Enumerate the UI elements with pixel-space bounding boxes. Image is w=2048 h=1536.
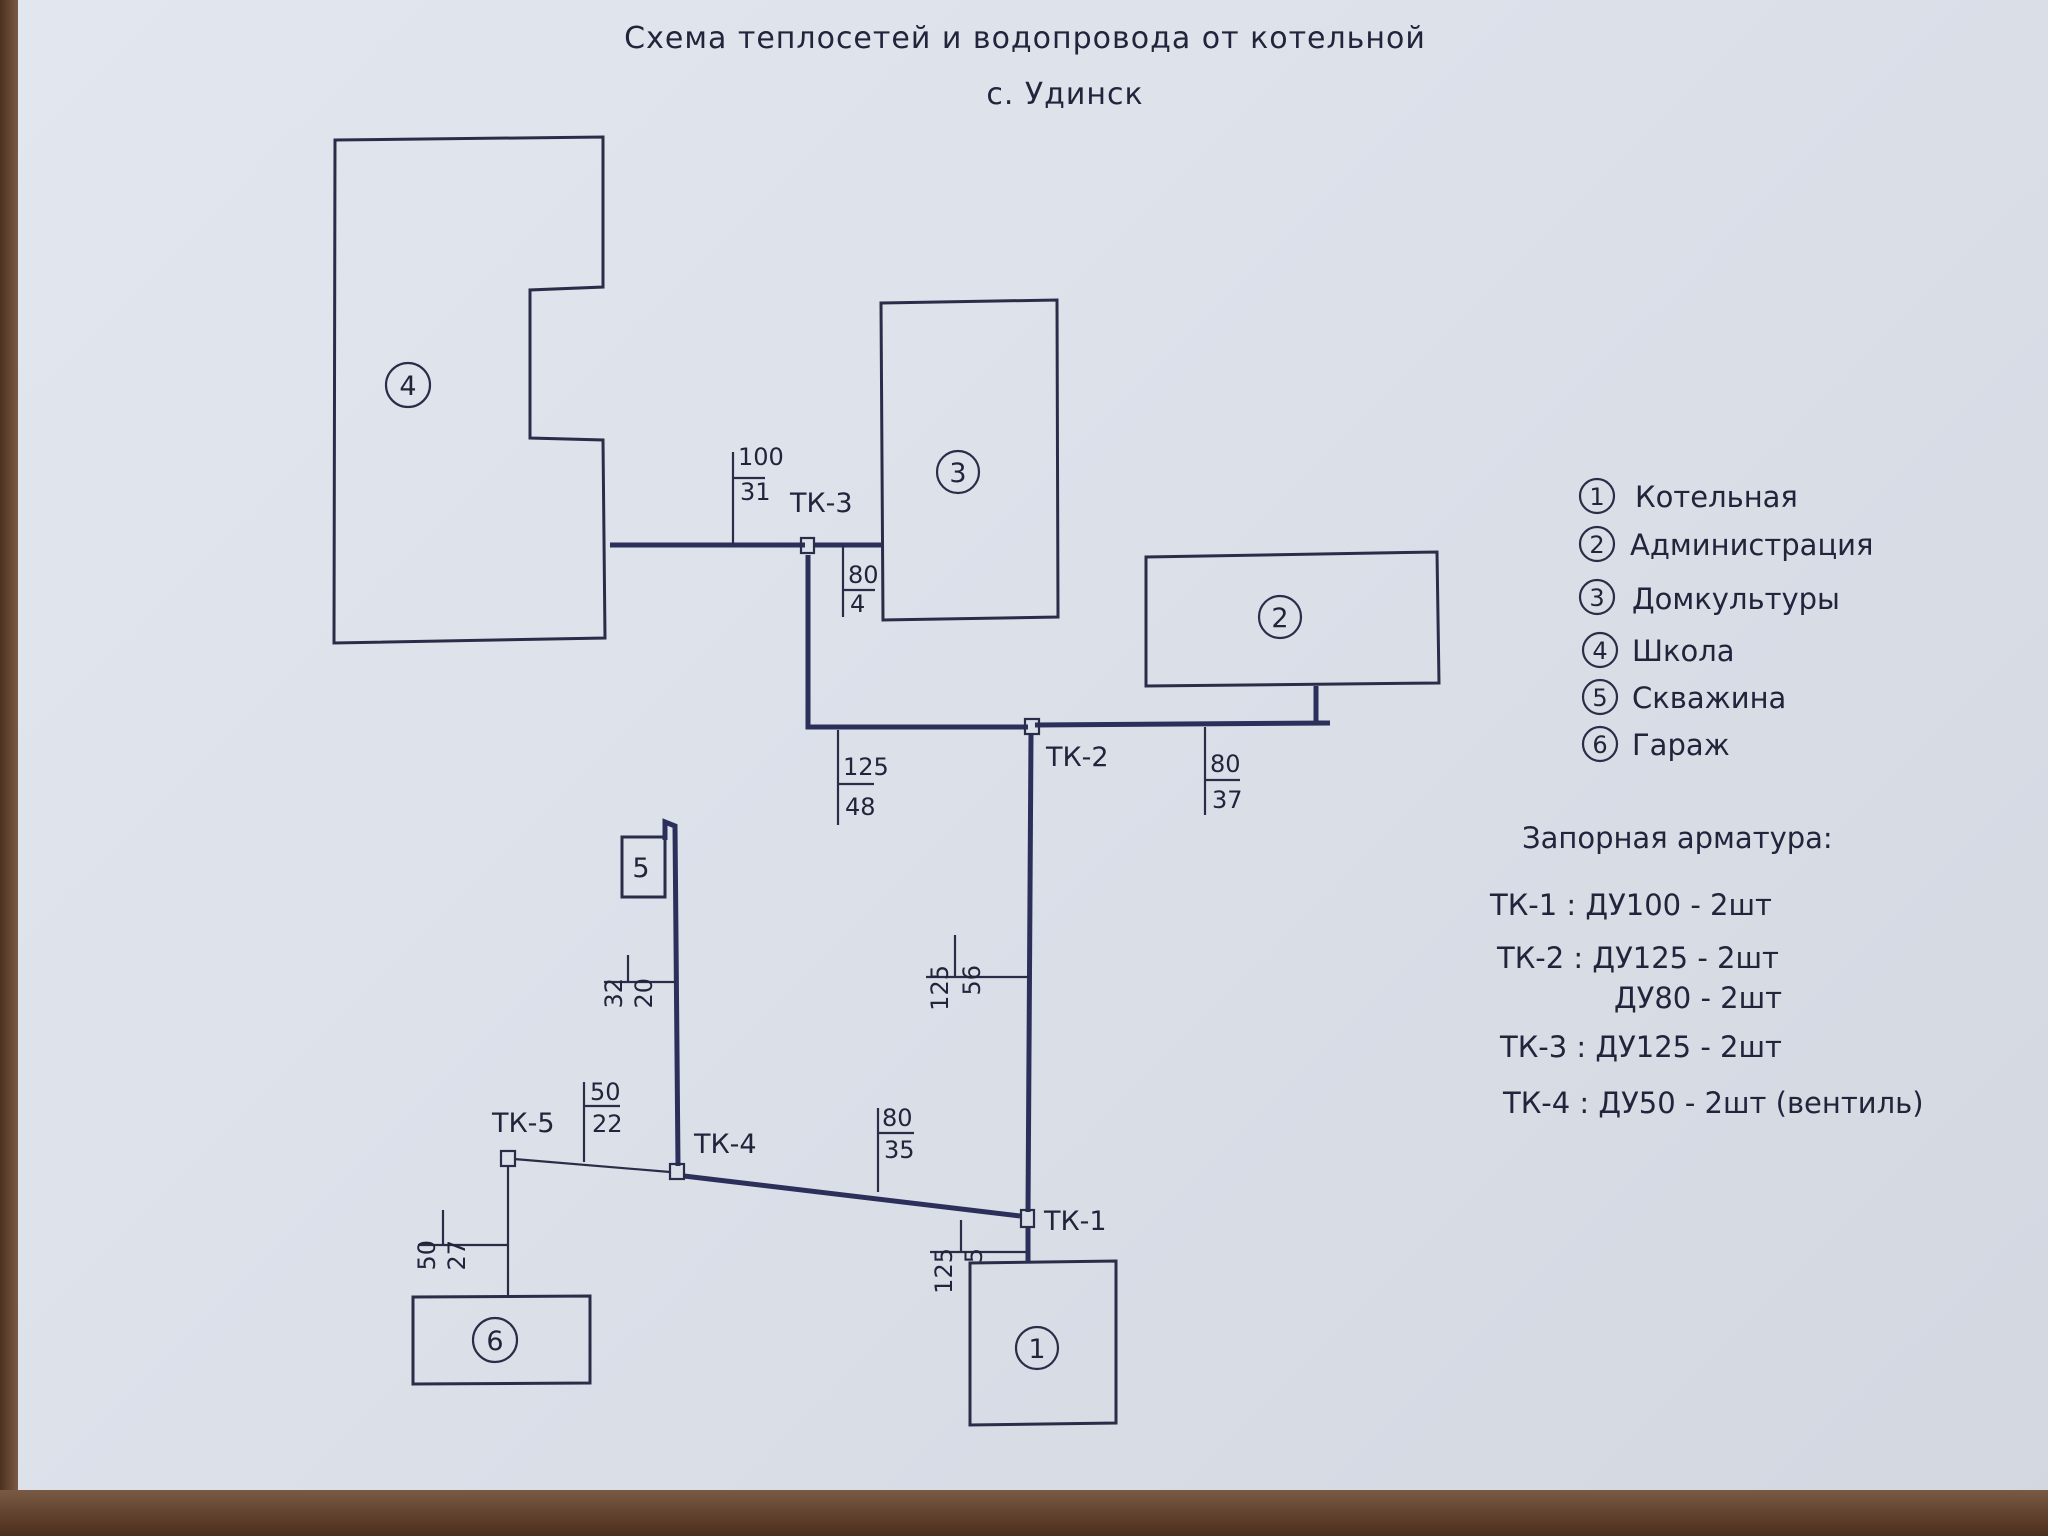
building-6-number: 6 (486, 1326, 503, 1357)
pipe-tk1-tk4 (683, 1173, 1021, 1219)
svg-text:48: 48 (845, 793, 876, 821)
title-line-2: с. Удинск (986, 77, 1143, 112)
svg-text:5: 5 (960, 1248, 988, 1263)
svg-text:Гараж: Гараж (1632, 728, 1730, 762)
callout-b: 80 4 (841, 545, 879, 618)
svg-text:35: 35 (884, 1136, 915, 1164)
chamber-tk1 (1019, 1208, 1036, 1229)
pipe-tk2-tk1 (1025, 734, 1034, 1213)
legend-item-1: 1 Котельная (1578, 477, 1798, 515)
svg-text:22: 22 (592, 1110, 623, 1138)
chamber-tk4 (668, 1162, 686, 1181)
legend-item-4: 4 Школа (1581, 631, 1735, 669)
chamber-tk5 (499, 1149, 517, 1168)
callout-i: 125 5 (930, 1220, 1026, 1294)
svg-text:3: 3 (1589, 584, 1604, 612)
svg-text:6: 6 (1592, 731, 1607, 759)
pipe-tk4-well (662, 818, 681, 1167)
callout-e: 125 56 (926, 935, 1030, 1011)
building-1-number: 1 (1028, 1334, 1045, 1365)
svg-text:56: 56 (958, 965, 986, 996)
building-3-outline (879, 298, 1060, 622)
pipe-tk3-tk2 (805, 555, 1028, 730)
title-line-1: Схема теплосетей и водопровода от котель… (624, 21, 1426, 56)
svg-text:50: 50 (590, 1078, 621, 1106)
svg-text:2: 2 (1589, 531, 1604, 559)
chamber-tk2 (1023, 717, 1041, 736)
svg-text:27: 27 (443, 1240, 471, 1271)
svg-text:80: 80 (848, 561, 879, 589)
svg-text:50: 50 (413, 1240, 441, 1271)
label-tk5: ТК-5 (491, 1108, 555, 1139)
building-6-outline (411, 1294, 592, 1386)
building-5-outline (620, 835, 667, 899)
svg-text:32: 32 (600, 978, 628, 1009)
legend: 1 Котельная 2 Администрация 3 Домкультур… (1578, 477, 1873, 763)
table-edge-left (0, 0, 18, 1500)
svg-text:100: 100 (738, 443, 784, 471)
svg-text:125: 125 (926, 965, 954, 1011)
svg-text:31: 31 (740, 478, 771, 506)
pipe-tk2-building2 (1034, 686, 1331, 728)
legend-item-5: 5 Скважина (1581, 678, 1786, 716)
svg-text:1: 1 (1589, 483, 1604, 511)
table-edge-bottom (0, 1490, 2048, 1536)
building-2-number: 2 (1271, 603, 1288, 634)
valves-line-1: ТК-1 : ДУ100 - 2шт (1489, 888, 1772, 922)
callout-j: 50 27 (413, 1210, 508, 1271)
svg-text:4: 4 (1592, 637, 1607, 665)
svg-text:Скважина: Скважина (1632, 681, 1786, 715)
chamber-tk3 (799, 536, 816, 555)
svg-text:Домкультуры: Домкультуры (1632, 582, 1840, 616)
building-5-number: 5 (632, 853, 649, 884)
legend-item-6: 6 Гараж (1581, 725, 1730, 763)
building-1-outline (968, 1259, 1118, 1427)
building-4-marker (384, 361, 432, 409)
label-tk4: ТК-4 (693, 1129, 757, 1160)
pipe-tk4-tk5 (513, 1157, 671, 1174)
svg-text:80: 80 (882, 1104, 913, 1132)
building-4-outline (332, 135, 607, 645)
valves-block: Запорная арматура: ТК-1 : ДУ100 - 2шт ТК… (1489, 821, 1924, 1120)
valves-line-2: ТК-2 : ДУ125 - 2шт (1496, 941, 1779, 975)
legend-item-2: 2 Администрация (1578, 525, 1873, 563)
building-3-number: 3 (949, 458, 966, 489)
svg-text:Котельная: Котельная (1635, 480, 1798, 514)
label-tk2: ТК-2 (1045, 742, 1109, 773)
callout-h: 80 35 (876, 1104, 915, 1192)
svg-text:37: 37 (1212, 786, 1243, 814)
legend-item-3: 3 Домкультуры (1578, 578, 1840, 616)
building-3-marker (935, 449, 981, 495)
svg-text:20: 20 (630, 978, 658, 1009)
building-4-number: 4 (399, 371, 416, 402)
valves-heading: Запорная арматура: (1522, 821, 1833, 855)
svg-text:125: 125 (930, 1248, 958, 1294)
callout-g: 50 22 (582, 1078, 623, 1162)
valves-line-3: ДУ80 - 2шт (1614, 981, 1782, 1015)
svg-text:80: 80 (1210, 750, 1241, 778)
svg-text:4: 4 (850, 590, 865, 618)
building-2-marker (1257, 594, 1303, 640)
label-tk3: ТК-3 (789, 488, 853, 519)
callout-c: 125 48 (836, 730, 889, 825)
building-2-outline (1144, 550, 1441, 688)
callout-d: 80 37 (1203, 727, 1243, 815)
svg-text:Школа: Школа (1632, 634, 1735, 668)
svg-text:Администрация: Администрация (1630, 528, 1873, 562)
valves-line-5: ТК-4 : ДУ50 - 2шт (вентиль) (1502, 1086, 1924, 1120)
building-1-marker (1014, 1325, 1060, 1371)
svg-text:125: 125 (843, 753, 889, 781)
label-tk1: ТК-1 (1043, 1206, 1107, 1237)
svg-text:5: 5 (1592, 684, 1607, 712)
valves-line-4: ТК-3 : ДУ125 - 2шт (1499, 1030, 1782, 1064)
callout-a: 100 31 (731, 443, 784, 545)
building-6-marker (471, 1316, 519, 1364)
callout-f: 32 20 (600, 955, 676, 1009)
